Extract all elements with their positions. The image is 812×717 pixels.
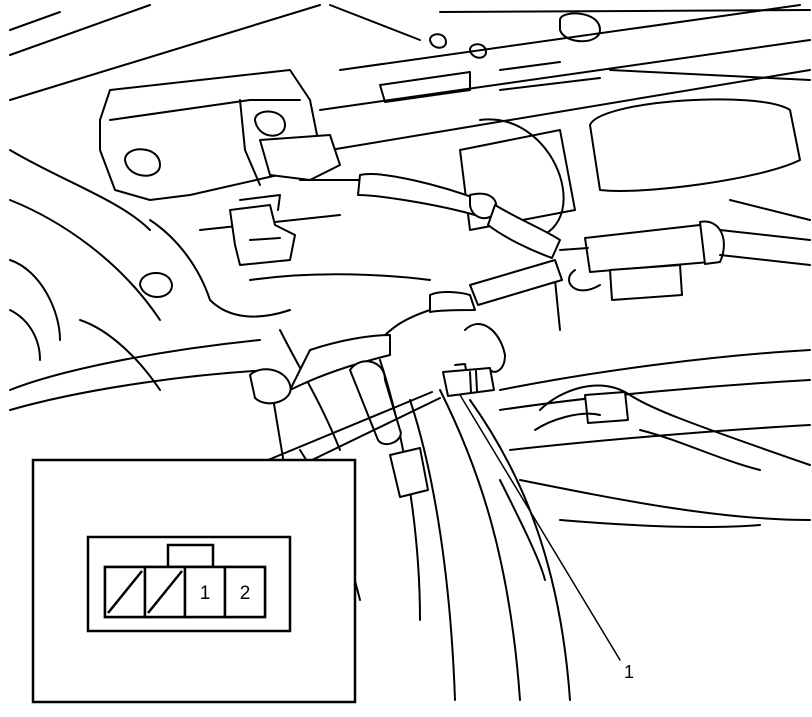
callout-leader-line: [459, 394, 621, 661]
callout-label-1: 1: [624, 662, 634, 682]
connector-pin-cell: [183, 565, 227, 619]
connector-pin-number: 1: [200, 583, 211, 604]
connector-pin-cell: [223, 565, 267, 619]
wire-harness: [249, 173, 811, 498]
connector-lock-tab: [166, 543, 215, 569]
blank-pin-slash: [147, 570, 183, 614]
connector-pin-number: 2: [240, 583, 251, 604]
blank-pin-slash: [107, 570, 143, 614]
vehicle-body-outline: [9, 4, 811, 701]
control-module: [99, 69, 341, 266]
connector-in-vehicle: [442, 363, 495, 397]
callout-zoom-line-right: [311, 397, 441, 461]
callout-zoom-line-left: [267, 391, 433, 461]
